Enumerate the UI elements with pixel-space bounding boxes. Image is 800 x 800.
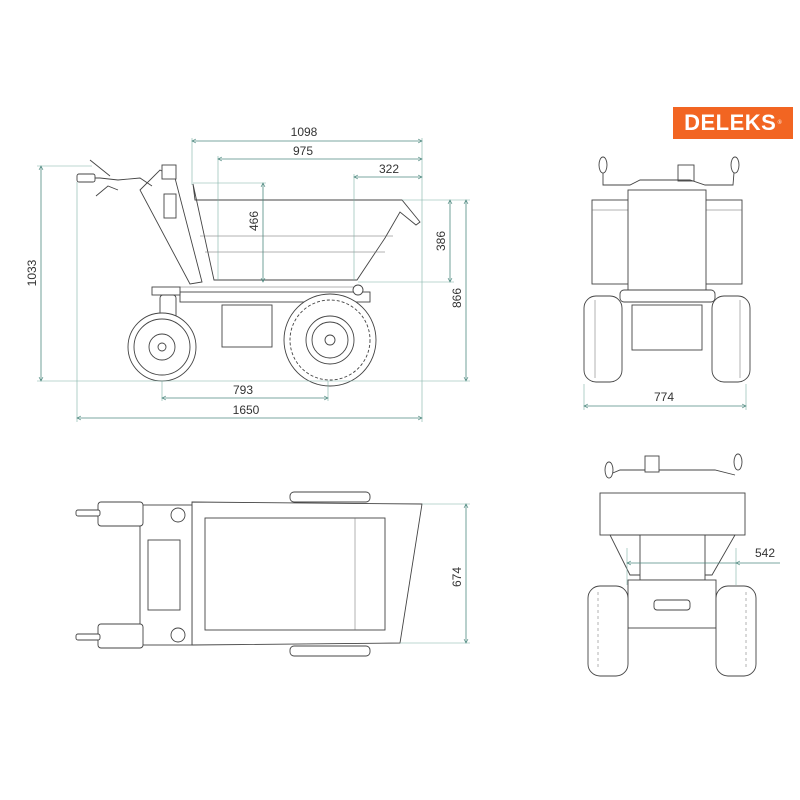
front-caster-wheel (127, 312, 197, 382)
dim-322: 322 (379, 162, 399, 176)
chassis-rail (179, 291, 371, 303)
control-box (163, 193, 177, 219)
bucket-outline (192, 183, 421, 281)
rear-drive-wheel (283, 293, 377, 387)
dim-386: 386 (434, 231, 448, 251)
dim-1098: 1098 (291, 125, 318, 139)
deleks-logo: DELEKS® (673, 107, 793, 139)
left-wheel-rear (587, 585, 629, 677)
bucket-top (191, 501, 423, 646)
left-wheel-front (583, 295, 623, 383)
light (161, 164, 177, 180)
side-view (76, 159, 421, 387)
top-view: 674 (75, 491, 470, 657)
dim-774: 774 (654, 390, 674, 404)
handle-column (139, 169, 203, 285)
dim-1650: 1650 (233, 403, 260, 417)
battery-box (221, 304, 273, 348)
left-grip (75, 509, 101, 517)
control-panel (147, 539, 181, 611)
right-wheel-front (711, 295, 751, 383)
bucket-rear (599, 492, 746, 536)
right-wheel-rear (715, 585, 757, 677)
right-grip (75, 633, 101, 641)
logo-registered-mark: ® (777, 120, 782, 126)
logo-text: DELEKS (684, 110, 777, 135)
front-view: 774 (583, 156, 751, 410)
dim-674: 674 (450, 567, 464, 587)
dim-466: 466 (247, 211, 261, 231)
handle-column-front (627, 189, 707, 291)
dim-866: 866 (450, 288, 464, 308)
dim-975: 975 (293, 144, 313, 158)
side-view-dimensions: 1098 975 322 466 386 866 1033 793 1650 (25, 125, 470, 422)
rear-view: 542 (587, 453, 780, 677)
dim-542: 542 (755, 546, 775, 560)
dim-1033: 1033 (25, 259, 39, 286)
chassis-rear (627, 579, 717, 629)
dim-793: 793 (233, 383, 253, 397)
battery-front (631, 304, 703, 351)
